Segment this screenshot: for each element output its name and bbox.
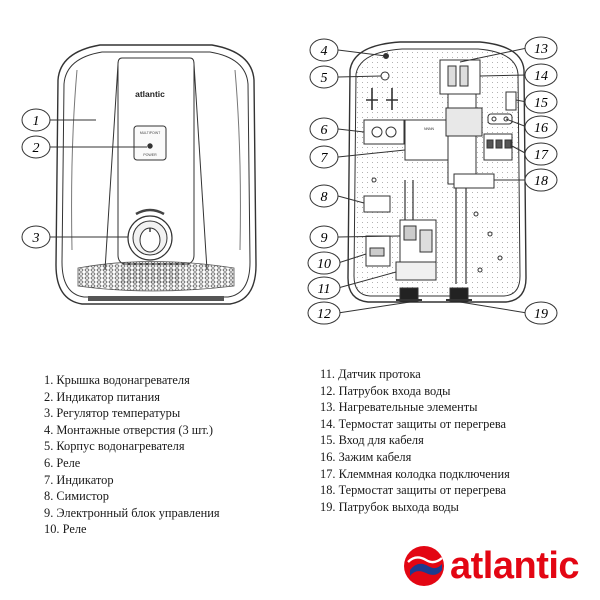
legend-item-16: 16. Зажим кабеля bbox=[320, 449, 412, 464]
callout-4 bbox=[309, 38, 387, 62]
callout-7 bbox=[309, 145, 406, 169]
callout-13-label: 13 bbox=[534, 42, 548, 57]
callout-5 bbox=[309, 65, 382, 89]
callout-1-label: 1 bbox=[33, 114, 40, 129]
callout-14-label: 14 bbox=[534, 69, 548, 84]
legend-item-9: 9. Электронный блок управления bbox=[44, 505, 220, 520]
legend-item-12: 12. Патрубок входа воды bbox=[320, 383, 451, 398]
svg-text:NNNN: NNNN bbox=[424, 127, 435, 131]
callout-11-label: 11 bbox=[318, 282, 331, 297]
callout-1: 1 bbox=[21, 108, 96, 132]
legend-item-2: 2. Индикатор питания bbox=[44, 389, 160, 404]
legend-item-17: 17. Клеммная колодка подключения bbox=[320, 466, 510, 481]
callout-11 bbox=[307, 271, 397, 300]
legend-item-14: 14. Термостат защиты от перегрева bbox=[320, 416, 507, 431]
callout-6 bbox=[309, 117, 365, 141]
callout-2: 2 bbox=[21, 135, 147, 159]
callout-numbers-right: 4 5 6 7 8 9 10 11 12 13 14 15 16 17 18 1… bbox=[317, 42, 549, 322]
callout-13 bbox=[459, 36, 558, 63]
legend-item-13: 13. Нагревательные элементы bbox=[320, 400, 478, 415]
callout-6-label: 6 bbox=[321, 123, 328, 138]
callout-15-label: 15 bbox=[534, 96, 548, 111]
indicator-caption-text: POWER bbox=[143, 153, 157, 157]
callout-15 bbox=[515, 90, 558, 114]
callouts-right bbox=[307, 36, 558, 325]
legend-item-10: 10. Реле bbox=[44, 522, 87, 537]
legend-left: 1. Крышка водонагревателя 2. Индикатор п… bbox=[44, 372, 220, 538]
front-view-heater bbox=[55, 44, 257, 305]
callout-17-label: 17 bbox=[534, 148, 549, 163]
legend-item-11: 11. Датчик протока bbox=[320, 367, 421, 381]
logo-wordmark: atlantic bbox=[450, 545, 579, 587]
legend-item-15: 15. Вход для кабеля bbox=[320, 433, 424, 448]
callout-9-label: 9 bbox=[321, 231, 328, 246]
callout-12 bbox=[307, 301, 411, 325]
callout-16 bbox=[505, 115, 558, 139]
callout-10-label: 10 bbox=[317, 257, 331, 272]
legend-item-6: 6. Реле bbox=[44, 455, 81, 470]
legend-item-7: 7. Индикатор bbox=[44, 472, 114, 487]
callout-18-label: 18 bbox=[534, 174, 548, 189]
callout-3: 3 bbox=[21, 225, 128, 249]
callout-8-label: 8 bbox=[321, 190, 328, 205]
legend-item-4: 4. Монтажные отверстия (3 шт.) bbox=[44, 422, 214, 437]
callout-14 bbox=[479, 63, 558, 87]
legend-item-3: 3. Регулятор температуры bbox=[44, 406, 181, 421]
callout-7-label: 7 bbox=[321, 151, 329, 166]
callout-10 bbox=[307, 251, 367, 275]
callout-12-label: 12 bbox=[317, 307, 331, 322]
legend-item-5: 5. Корпус водонагревателя bbox=[44, 439, 185, 454]
callout-8 bbox=[309, 184, 365, 208]
legend-item-8: 8. Симистор bbox=[44, 489, 109, 504]
atlantic-logo: atlantic bbox=[404, 545, 580, 587]
callout-5-label: 5 bbox=[321, 71, 328, 86]
legend-right: 11. Датчик протока 12. Патрубок входа во… bbox=[320, 366, 510, 515]
callout-16-label: 16 bbox=[534, 121, 548, 136]
legend-item-18: 18. Термостат защиты от перегрева bbox=[320, 483, 507, 498]
interior-view-heater: NNNN bbox=[347, 41, 527, 303]
callout-2-label: 2 bbox=[33, 141, 40, 156]
callout-19-label: 19 bbox=[534, 307, 548, 322]
legend-item-19: 19. Патрубок выхода воды bbox=[320, 499, 459, 514]
callout-4-label: 4 bbox=[321, 44, 328, 59]
callout-17 bbox=[511, 142, 558, 166]
callout-18 bbox=[494, 168, 558, 192]
logo-emblem-icon bbox=[404, 546, 444, 586]
legend-item-1: 1. Крышка водонагревателя bbox=[44, 373, 190, 387]
front-view-brand-text: atlantic bbox=[135, 89, 165, 99]
callout-9 bbox=[309, 225, 401, 249]
callout-19 bbox=[459, 301, 558, 325]
indicator-top-text: MULTIPOINT bbox=[140, 131, 160, 135]
callout-3-label: 3 bbox=[32, 231, 40, 246]
